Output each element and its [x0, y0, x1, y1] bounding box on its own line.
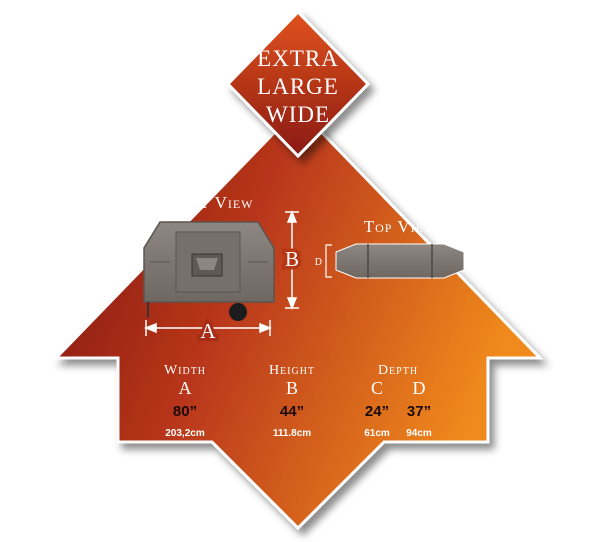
badge-line-extra: EXTRA	[257, 46, 339, 71]
height-metric: 111.8cm	[273, 428, 311, 439]
dimension-depth-column: Depth C D 24” 37” 61cm 94cm	[364, 363, 432, 439]
width-metric: 203,2cm	[165, 428, 205, 439]
depth-c-letter: C	[371, 378, 383, 398]
grill-wheel-icon	[229, 303, 247, 321]
width-inches: 80”	[173, 403, 197, 420]
width-heading: Width	[164, 363, 206, 378]
badge-line-large: LARGE	[257, 74, 339, 99]
height-heading: Height	[269, 363, 315, 378]
dimension-width-column: Width A 80” 203,2cm	[164, 363, 206, 439]
depth-c-metric: 61cm	[364, 428, 390, 439]
height-inches: 44”	[280, 403, 304, 420]
width-letter: A	[179, 378, 192, 398]
height-letter: B	[286, 378, 298, 398]
dimension-a-label: A	[200, 319, 216, 343]
depth-d-inches: 37”	[407, 403, 431, 420]
dimension-a-arrow	[143, 320, 273, 336]
depth-d-metric: 94cm	[406, 428, 432, 439]
front-view-title: Front View	[163, 193, 254, 212]
depth-c-inches: 24”	[365, 403, 389, 420]
dimension-height-column: Height B 44” 111.8cm	[269, 363, 315, 439]
badge-line-wide: WIDE	[266, 102, 330, 127]
grill-cover-top-illustration	[335, 243, 465, 279]
dimension-b-arrow	[285, 209, 299, 311]
dimension-c-bracket	[468, 250, 475, 272]
main-diamond-panel	[52, 105, 544, 531]
top-view-title: Top View	[364, 217, 437, 236]
dimension-c-label: C	[478, 257, 485, 268]
dimension-b-label: B	[285, 247, 299, 271]
size-badge	[225, 9, 371, 159]
dimension-d-label: D	[315, 257, 322, 268]
depth-heading: Depth	[378, 363, 418, 378]
depth-d-letter: D	[413, 378, 426, 398]
grill-cover-front-illustration	[143, 221, 275, 321]
dimension-d-bracket	[325, 244, 332, 278]
